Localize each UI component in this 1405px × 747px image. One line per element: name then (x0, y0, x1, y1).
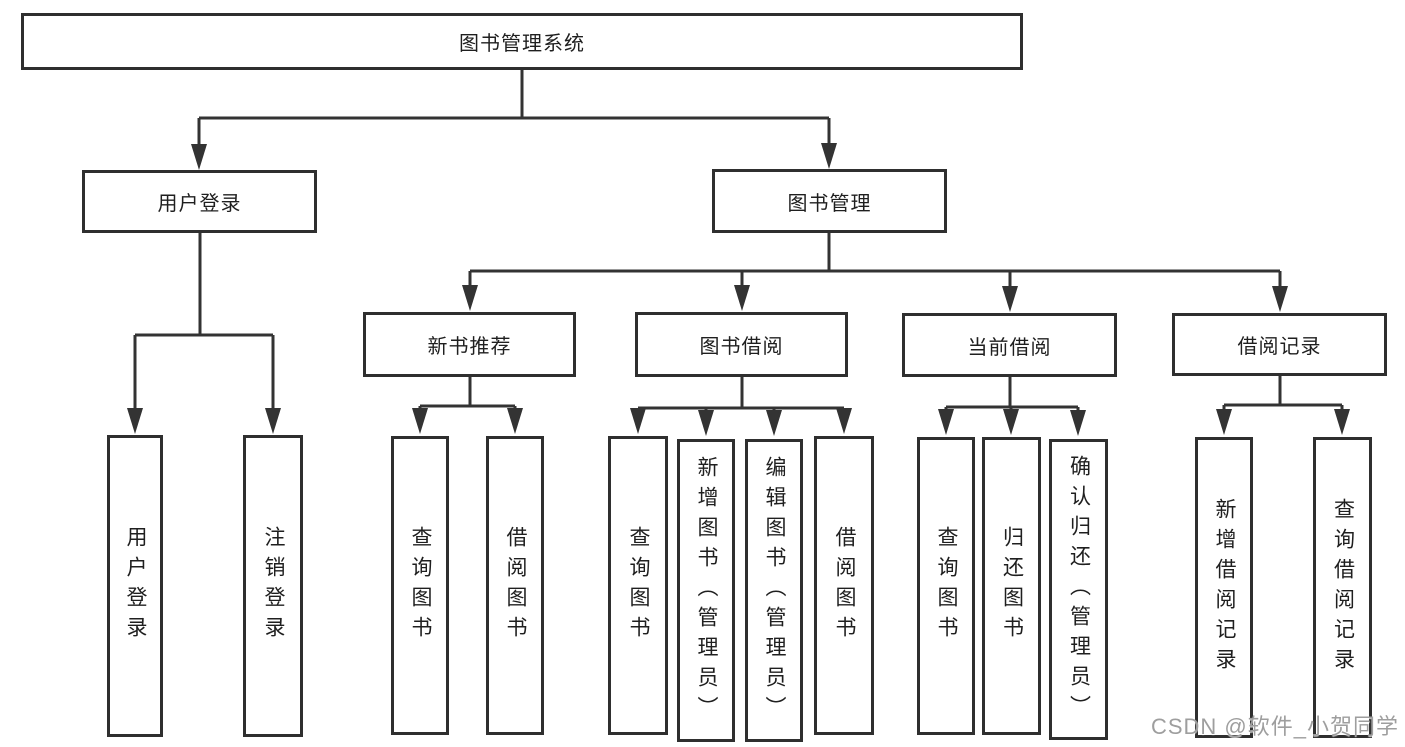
leaf-borrow-add-book-admin: 新增图书（管理员） (677, 439, 735, 742)
leaf-label: 确认归还（管理员） (1067, 454, 1091, 725)
leaf-label: 借阅图书 (504, 525, 527, 646)
leaf-current-confirm-return-admin: 确认归还（管理员） (1049, 439, 1108, 740)
leaf-record-add-record: 新增借阅记录 (1195, 437, 1253, 738)
leaf-label: 新增图书（管理员） (695, 455, 718, 726)
leaf-borrow-borrow-book: 借阅图书 (814, 436, 874, 735)
leaf-label: 注销登录 (262, 526, 285, 646)
group-node-book-borrow: 图书借阅 (635, 312, 848, 377)
leaf-newrec-borrow-book: 借阅图书 (486, 436, 544, 735)
leaf-borrow-query-book: 查询图书 (608, 436, 668, 735)
edge-current-split (944, 377, 1080, 412)
group-node-borrow-record: 借阅记录 (1172, 313, 1387, 376)
edge-bookmgmt-split (468, 233, 1282, 288)
leaf-label: 归还图书 (1000, 526, 1024, 646)
leaf-label: 借阅图书 (833, 525, 856, 646)
leaf-label: 查询图书 (627, 525, 650, 646)
leaf-newrec-query-book: 查询图书 (391, 436, 449, 735)
edge-record-split (1222, 376, 1344, 412)
branch-node-user-login: 用户登录 (82, 170, 317, 233)
group-node-current-borrow: 当前借阅 (902, 313, 1117, 377)
leaf-label: 用户登录 (124, 526, 147, 646)
leaf-label: 新增借阅记录 (1213, 497, 1236, 678)
edge-root-split (197, 69, 831, 146)
leaf-record-query-record: 查询借阅记录 (1313, 437, 1372, 738)
leaf-label: 编辑图书（管理员） (763, 455, 786, 726)
leaf-current-query-book: 查询图书 (917, 437, 975, 735)
root-node-system-title: 图书管理系统 (21, 13, 1023, 70)
branch-node-book-management: 图书管理 (712, 169, 947, 233)
group-node-new-book-recommend: 新书推荐 (363, 312, 576, 377)
edge-newbook-split (418, 377, 517, 412)
leaf-current-return-book: 归还图书 (982, 437, 1041, 735)
leaf-label: 查询借阅记录 (1331, 497, 1355, 678)
leaf-borrow-edit-book-admin: 编辑图书（管理员） (745, 439, 803, 742)
leaf-label: 查询图书 (409, 525, 432, 646)
leaf-logout: 注销登录 (243, 435, 303, 737)
leaf-label: 查询图书 (935, 526, 958, 646)
edge-borrow-split (636, 377, 846, 412)
leaf-user-login: 用户登录 (107, 435, 163, 737)
csdn-watermark: CSDN @软件_小贺同学 (1150, 714, 1399, 739)
arrowheads (127, 143, 1350, 436)
edge-userlogin-split (133, 233, 275, 411)
